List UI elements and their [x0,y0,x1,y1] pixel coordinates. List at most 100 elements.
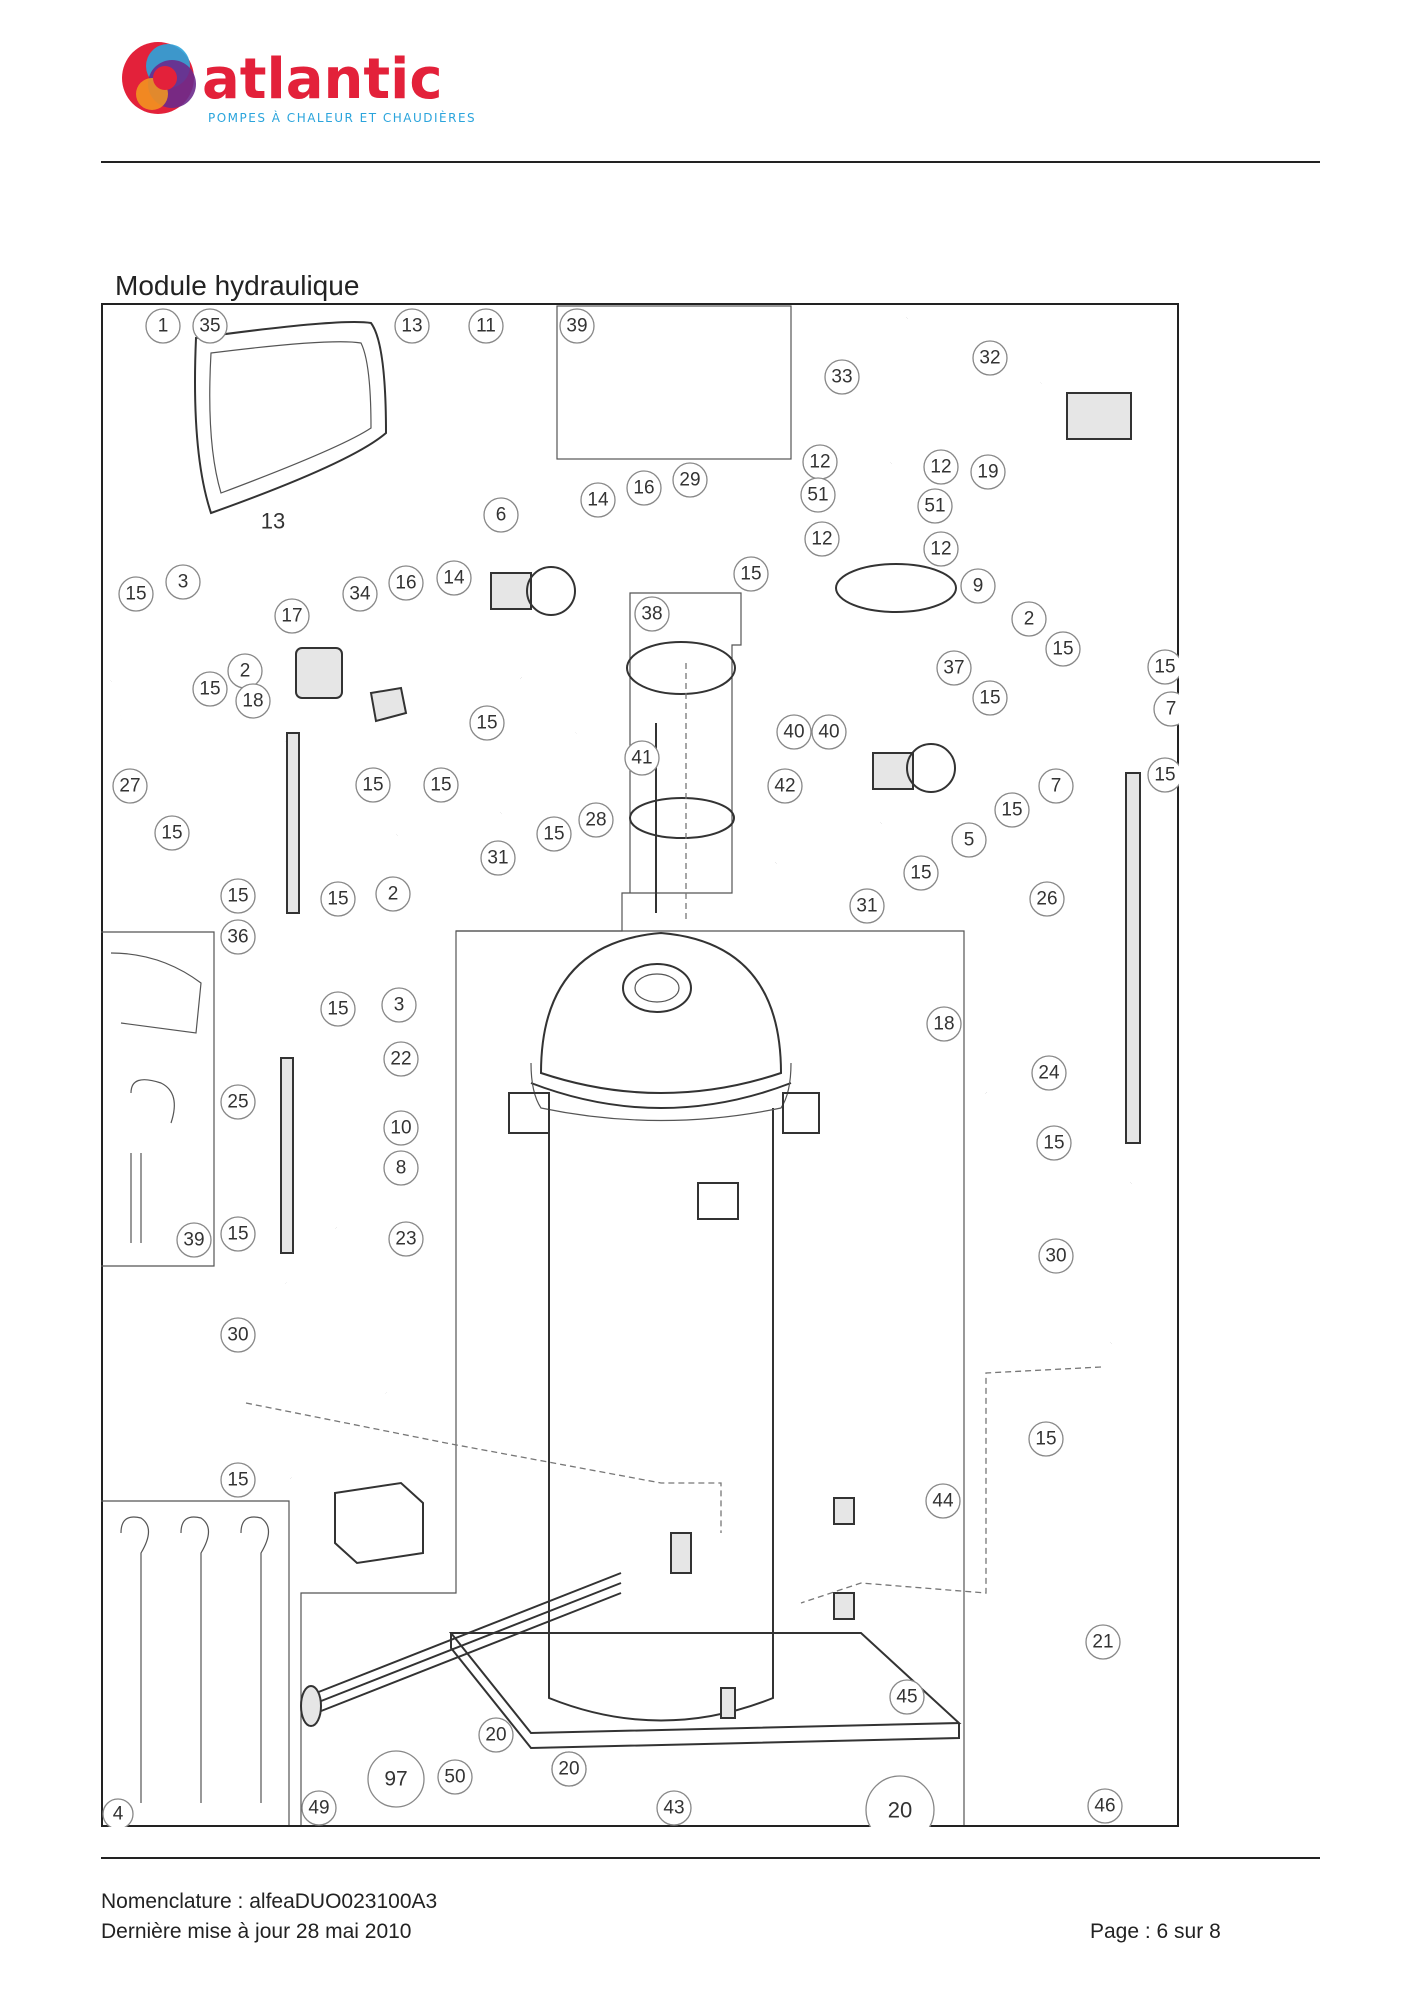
svg-text:31: 31 [856,896,877,917]
callout-2: 2 [375,876,411,912]
svg-text:15: 15 [1154,765,1175,786]
svg-text:3: 3 [178,572,189,593]
svg-text:15: 15 [362,775,383,796]
callout-44: 44 [925,1483,961,1519]
svg-text:POMPES À CHALEUR ET CHAUDIÈRES: POMPES À CHALEUR ET CHAUDIÈRES [208,110,476,125]
svg-text:32: 32 [979,348,1000,369]
svg-text:13: 13 [261,509,285,534]
callout-15: 15 [154,815,190,851]
right-pipes [774,315,1141,1374]
svg-text:45: 45 [896,1687,917,1708]
callout-8: 8 [383,1150,419,1186]
svg-text:2: 2 [388,884,399,905]
svg-text:39: 39 [183,1230,204,1251]
svg-text:15: 15 [227,886,248,907]
svg-text:40: 40 [783,722,804,743]
callout-15: 15 [1147,649,1179,685]
svg-text:27: 27 [119,776,140,797]
svg-text:28: 28 [585,810,606,831]
callout-4: 4 [102,1798,134,1827]
callout-14: 14 [580,482,616,518]
dashed-leaders [245,1366,1102,1604]
svg-text:36: 36 [227,927,248,948]
callout-12: 12 [923,531,959,567]
svg-text:7: 7 [1166,699,1177,720]
callout-43: 43 [656,1790,692,1826]
svg-text:15: 15 [1035,1429,1056,1450]
callout-20: 20 [865,1775,935,1827]
callout-13: 13 [394,308,430,344]
callout-29: 29 [672,462,708,498]
callout-19: 19 [970,454,1006,490]
callout-26: 26 [1029,881,1065,917]
callout-16: 16 [388,565,424,601]
svg-text:18: 18 [242,691,263,712]
callout-30: 30 [220,1317,256,1353]
left-pipes [108,674,580,1479]
callout-42: 42 [767,768,803,804]
callout-6: 6 [483,497,519,533]
callout-31: 31 [480,840,516,876]
callout-18: 18 [926,1006,962,1042]
svg-text:15: 15 [1052,639,1073,660]
svg-text:8: 8 [396,1158,407,1179]
svg-text:97: 97 [384,1768,407,1791]
svg-text:20: 20 [485,1725,506,1746]
svg-text:11: 11 [476,316,496,337]
callout-40: 40 [776,714,812,750]
callout-37: 37 [936,650,972,686]
svg-text:atlantic: atlantic [202,47,443,112]
svg-text:25: 25 [227,1092,248,1113]
callout-5: 5 [951,822,987,858]
svg-text:34: 34 [349,584,371,605]
svg-text:15: 15 [327,889,348,910]
callout-15: 15 [220,1462,256,1498]
callouts: 1 35 13 11 39 33 32 12 12 51 51 12 12 19… [102,308,1179,1827]
svg-text:15: 15 [227,1224,248,1245]
svg-text:14: 14 [443,568,465,589]
callout-15: 15 [423,767,459,803]
svg-text:30: 30 [1045,1246,1066,1267]
page-number: Page : 6 sur 8 [1090,1920,1221,1943]
insulation-block [334,1481,424,1565]
svg-text:15: 15 [1001,800,1022,821]
svg-text:15: 15 [161,823,182,844]
callout-35: 35 [192,308,228,344]
svg-text:16: 16 [395,573,416,594]
callout-15: 15 [320,881,356,917]
svg-text:41: 41 [631,748,652,769]
callout-41: 41 [624,740,660,776]
callout-18: 18 [235,683,271,719]
svg-text:38: 38 [641,604,662,625]
callout-12: 12 [802,444,838,480]
callout-32: 32 [972,340,1008,376]
callout-15: 15 [469,705,505,741]
callout-16: 16 [626,470,662,506]
callout-15: 15 [972,680,1008,716]
svg-text:12: 12 [930,457,951,478]
flange-assembly [626,641,736,923]
callout-1: 1 [145,308,181,344]
atlantic-logo-mark [122,42,196,114]
svg-text:15: 15 [199,679,220,700]
svg-text:49: 49 [308,1798,329,1819]
svg-text:2: 2 [1024,609,1035,630]
callout-15: 15 [903,855,939,891]
callout-11: 11 [468,308,504,344]
diagram-frame [101,303,1179,1827]
svg-text:15: 15 [543,824,564,845]
svg-text:15: 15 [430,775,451,796]
svg-text:39: 39 [566,316,587,337]
svg-text:15: 15 [227,1470,248,1491]
svg-text:14: 14 [587,490,609,511]
callout-24: 24 [1031,1055,1067,1091]
svg-text:22: 22 [390,1049,411,1070]
callout-25: 25 [220,1084,256,1120]
callout-2: 2 [1011,601,1047,637]
svg-text:37: 37 [943,658,964,679]
callout-23: 23 [388,1221,424,1257]
callout-15: 15 [118,576,154,612]
svg-text:7: 7 [1051,776,1062,797]
water-tank [448,931,962,1750]
callout-2: 2 [227,653,263,689]
